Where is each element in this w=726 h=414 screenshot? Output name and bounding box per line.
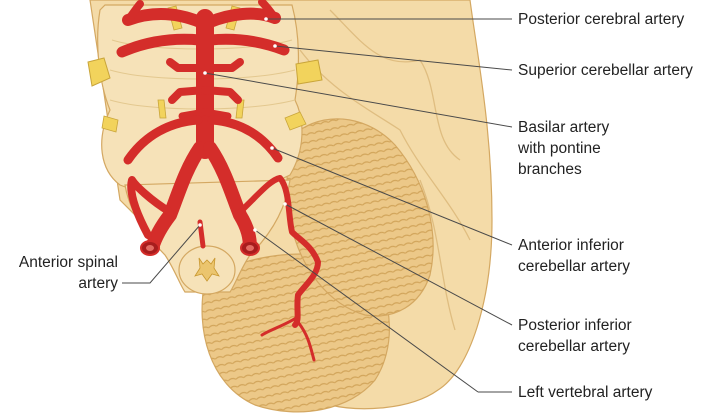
pontine-branch: [201, 86, 242, 104]
leader-dot-pica: [283, 202, 287, 206]
label-line: Posterior cerebral artery: [518, 11, 685, 28]
leader-basilar: [204, 72, 513, 128]
superior-cerebellar-artery-left: [116, 33, 206, 58]
label-basilar-artery: Basilar artery with pontine branches: [518, 117, 609, 180]
leader-dot-basilar: [203, 71, 207, 75]
leader-lines: [122, 18, 513, 393]
label-superior-cerebellar-artery: Superior cerebellar artery: [518, 60, 693, 81]
pontine-branch: [201, 58, 244, 72]
posterior-communicating-left: [124, 0, 144, 24]
label-line: Anterior inferior: [518, 237, 624, 254]
label-line: Left vertebral artery: [518, 384, 653, 401]
label-anterior-spinal-artery: Anterior spinal artery: [2, 252, 118, 294]
facial-nerve-left: [101, 115, 119, 133]
anterior-inferior-cerebellar-artery-right: [207, 115, 283, 163]
cerebellar-branch: [260, 316, 298, 337]
posterior-inferior-cerebellar-artery-right: [237, 175, 321, 328]
superior-cerebellar-artery-right: [204, 33, 290, 56]
label-line: Basilar artery: [518, 119, 610, 136]
label-line: cerebellar artery: [518, 338, 630, 355]
trigeminal-nerve-left: [87, 57, 111, 87]
label-line: Anterior spinal: [18, 254, 118, 271]
label-line: Posterior inferior: [518, 317, 632, 334]
leader-anterior-spinal: [122, 224, 201, 284]
label-posterior-cerebral-artery: Posterior cerebral artery: [518, 9, 684, 30]
pontine-branch: [166, 58, 209, 72]
pontine-branch: [168, 86, 209, 104]
label-anterior-inferior-cerebellar-artery: Anterior inferior cerebellar artery: [518, 235, 630, 277]
leader-dot-vertebral: [253, 228, 257, 232]
cerebellar-branch: [296, 320, 316, 362]
cerebellum-lateral-folia: [287, 118, 434, 316]
label-line: with pontine: [518, 140, 601, 157]
sulcus-line: [299, 49, 471, 241]
sulcus-line: [329, 9, 461, 161]
posterior-communicating-right: [258, 0, 279, 22]
spinal-grey-matter: [194, 257, 220, 282]
leader-superior-cerebellar: [274, 45, 513, 71]
arterial-tree: [116, 0, 321, 362]
label-line: Superior cerebellar artery: [518, 62, 693, 79]
pontine-branch: [178, 108, 209, 120]
label-line: branches: [518, 161, 582, 178]
label-line: artery: [78, 275, 118, 292]
posterior-cerebral-artery-left: [122, 8, 206, 28]
vertebral-cut-left-lumen: [146, 245, 154, 251]
sulcus-line: [419, 179, 456, 331]
pontine-branch: [201, 108, 232, 120]
abducens-nerve-left: [157, 99, 167, 119]
posterior-inferior-cerebellar-artery-left: [127, 176, 174, 239]
label-left-vertebral-artery: Left vertebral artery: [518, 382, 652, 403]
trigeminal-nerve-right: [295, 59, 323, 85]
leader-posterior-inferior-cerebellar: [284, 203, 513, 326]
leader-dot-aica: [270, 146, 274, 150]
label-line: cerebellar artery: [518, 258, 630, 275]
leader-anterior-inferior-cerebellar: [271, 147, 513, 246]
vertebral-cut-right-lumen: [246, 245, 254, 251]
anterior-inferior-cerebellar-artery-left: [123, 115, 203, 165]
leader-dot-posterior-cerebral: [264, 17, 268, 21]
leader-left-vertebral: [254, 229, 479, 393]
label-posterior-inferior-cerebellar-artery: Posterior inferior cerebellar artery: [518, 315, 632, 357]
leader-dot-superior-cerebellar: [273, 44, 277, 48]
leader-dot-anterior-spinal: [198, 223, 202, 227]
facial-nerve-right: [284, 111, 307, 131]
